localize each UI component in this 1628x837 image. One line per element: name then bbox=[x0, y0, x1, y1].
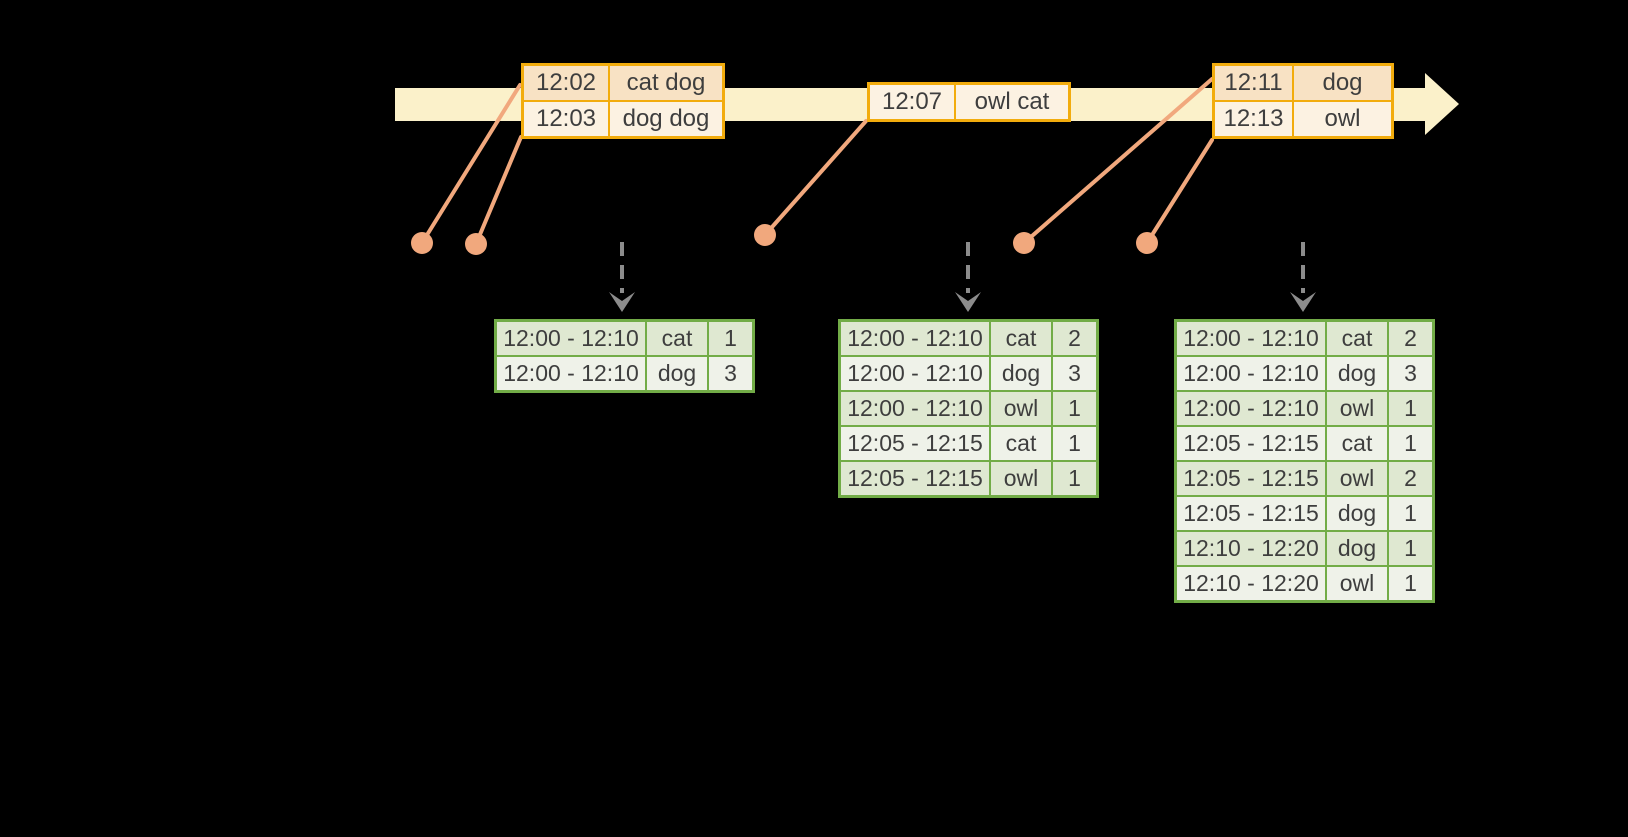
table-cell: 12:05 - 12:15 bbox=[841, 462, 989, 495]
event-dot-icon bbox=[411, 232, 433, 254]
table-cell: dog bbox=[1294, 66, 1391, 100]
table-cell: owl bbox=[1294, 102, 1391, 136]
table-cell: 12:00 - 12:10 bbox=[841, 322, 989, 355]
table-cell: 12:02 bbox=[524, 66, 608, 100]
table-cell: 12:03 bbox=[524, 102, 608, 136]
table-cell: 3 bbox=[709, 357, 752, 390]
table-cell: 12:00 - 12:10 bbox=[1177, 357, 1325, 390]
event-dot-icon bbox=[1013, 232, 1035, 254]
table-cell: owl bbox=[1327, 392, 1387, 425]
event-dot-icon bbox=[465, 233, 487, 255]
table-cell: owl bbox=[1327, 462, 1387, 495]
table-cell: 1 bbox=[1053, 427, 1096, 460]
table-cell: 1 bbox=[1389, 567, 1432, 600]
table-cell: cat bbox=[647, 322, 707, 355]
down-arrowhead-icon bbox=[1290, 292, 1316, 312]
connector-line bbox=[1145, 138, 1214, 245]
table-cell: 2 bbox=[1389, 462, 1432, 495]
table-cell: 1 bbox=[709, 322, 752, 355]
table-cell: 3 bbox=[1389, 357, 1432, 390]
connector-line bbox=[763, 119, 868, 237]
table-cell: dog bbox=[1327, 357, 1387, 390]
table-cell: 12:00 - 12:10 bbox=[497, 322, 645, 355]
table-cell: 1 bbox=[1053, 462, 1096, 495]
table-cell: dog bbox=[647, 357, 707, 390]
table-cell: cat bbox=[991, 427, 1051, 460]
table-cell: 12:00 - 12:10 bbox=[841, 392, 989, 425]
table-cell: 12:05 - 12:15 bbox=[1177, 462, 1325, 495]
table-cell: 12:05 - 12:15 bbox=[1177, 497, 1325, 530]
down-arrowhead-icon bbox=[955, 292, 981, 312]
table-cell: 12:13 bbox=[1215, 102, 1292, 136]
table-cell: 12:10 - 12:20 bbox=[1177, 567, 1325, 600]
connector-line bbox=[474, 135, 523, 246]
table-cell: owl bbox=[1327, 567, 1387, 600]
table-cell: 12:00 - 12:10 bbox=[841, 357, 989, 390]
table-cell: 2 bbox=[1053, 322, 1096, 355]
table-cell: 12:00 - 12:10 bbox=[1177, 322, 1325, 355]
event-dot-icon bbox=[754, 224, 776, 246]
table-cell: 12:10 - 12:20 bbox=[1177, 532, 1325, 565]
timeline-right-arrow-icon bbox=[1425, 73, 1459, 135]
table-cell: dog dog bbox=[610, 102, 722, 136]
event-dot-icon bbox=[1136, 232, 1158, 254]
table-cell: 12:00 - 12:10 bbox=[497, 357, 645, 390]
table-cell: cat dog bbox=[610, 66, 722, 100]
table-cell: 3 bbox=[1053, 357, 1096, 390]
table-cell: owl bbox=[991, 392, 1051, 425]
table-cell: dog bbox=[1327, 532, 1387, 565]
table-cell: cat bbox=[1327, 427, 1387, 460]
table-cell: 1 bbox=[1389, 497, 1432, 530]
table-cell: 1 bbox=[1389, 392, 1432, 425]
table-cell: owl cat bbox=[956, 85, 1068, 119]
table-cell: cat bbox=[1327, 322, 1387, 355]
table-cell: owl bbox=[991, 462, 1051, 495]
table-cell: 12:11 bbox=[1215, 66, 1292, 100]
table-cell: 1 bbox=[1389, 532, 1432, 565]
table-cell: dog bbox=[991, 357, 1051, 390]
table-cell: 12:00 - 12:10 bbox=[1177, 392, 1325, 425]
down-arrowhead-icon bbox=[609, 292, 635, 312]
table-cell: 12:07 bbox=[870, 85, 954, 119]
table-cell: 2 bbox=[1389, 322, 1432, 355]
table-cell: 12:05 - 12:15 bbox=[1177, 427, 1325, 460]
table-cell: cat bbox=[991, 322, 1051, 355]
table-cell: 1 bbox=[1389, 427, 1432, 460]
table-cell: 1 bbox=[1053, 392, 1096, 425]
table-cell: 12:05 - 12:15 bbox=[841, 427, 989, 460]
table-cell: dog bbox=[1327, 497, 1387, 530]
